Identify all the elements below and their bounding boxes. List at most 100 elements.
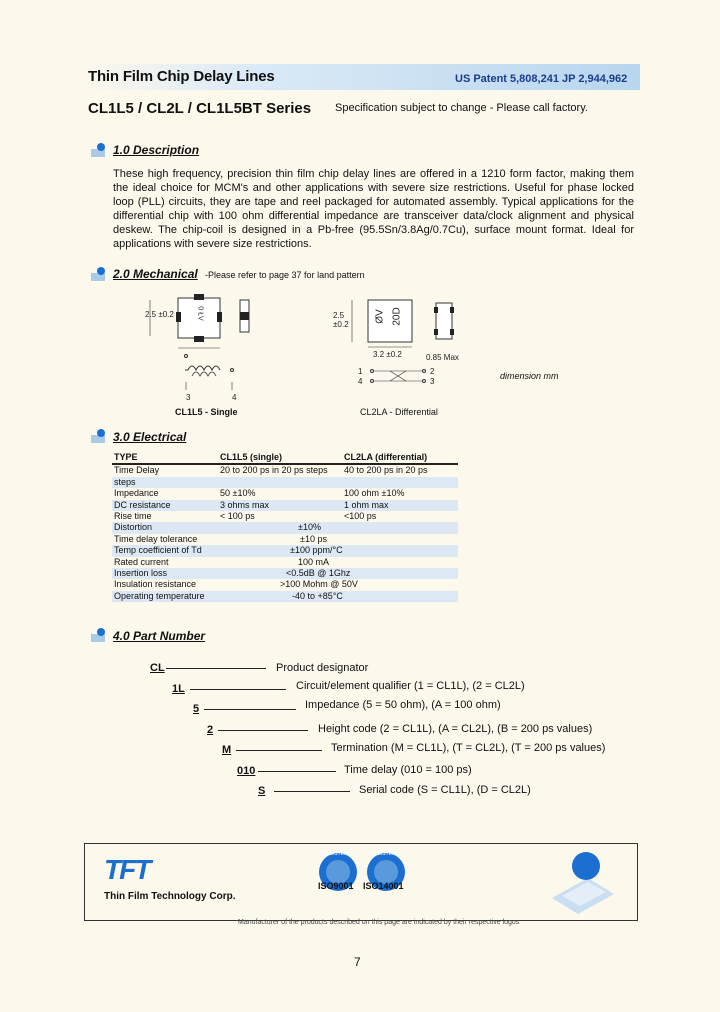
cell-value: 50 ±10% <box>220 488 256 499</box>
diff-pin-4: 4 <box>358 377 363 386</box>
cell-value: 100 mA <box>298 556 330 567</box>
electrical-heading: 3.0 Electrical <box>113 430 187 444</box>
cell-value <box>342 476 458 489</box>
table-row: Temp coefficient of Td ±100 ppm/°C <box>112 545 458 557</box>
registered-label: REGISTERED <box>322 851 355 857</box>
description-body: These high frequency, precision thin fil… <box>113 168 634 250</box>
cell-value: <100 ps <box>344 511 377 522</box>
cell-value: 3 ohms max <box>218 499 342 512</box>
spec-note: Specification subject to change - Please… <box>335 102 588 114</box>
diff-pin-2: 2 <box>430 367 435 376</box>
table-row: Insertion loss <0.5dB @ 1Ghz <box>112 568 458 580</box>
cell-value: -40 to +85°C <box>218 590 458 603</box>
row-label: Rise time <box>114 511 152 522</box>
diff-marking-2: 20D <box>391 307 403 326</box>
cell-value: 100 ohm ±10% <box>344 488 405 499</box>
company-name: Thin Film Technology Corp. <box>104 891 236 902</box>
cell-value: <0.5dB @ 1Ghz <box>218 568 458 580</box>
table-row: DC resistance 3 ohms max 1 ohm max <box>112 499 458 512</box>
cell-value: ±10% <box>218 522 458 534</box>
leader-line <box>218 730 308 731</box>
column-header: CL1L5 (single) <box>218 452 342 466</box>
table-row: Operating temperature -40 to +85°C <box>112 590 458 603</box>
part-code-cl: CL <box>150 662 165 674</box>
row-label: Time delay tolerance <box>114 533 198 544</box>
section-bullet-icon <box>91 143 105 157</box>
cell-value: 40 to 200 ps in 20 ps <box>344 465 428 476</box>
column-header: CL2LA (differential) <box>342 452 458 466</box>
leader-line <box>274 791 350 792</box>
section-bullet-icon <box>91 267 105 281</box>
leader-line <box>236 750 322 751</box>
patent-info: US Patent 5,808,241 JP 2,944,962 <box>455 73 628 85</box>
electrical-table: TYPE CL1L5 (single) CL2LA (differential)… <box>112 452 458 603</box>
cell-value: ±10 ps <box>300 533 327 544</box>
table-header-row: TYPE CL1L5 (single) CL2LA (differential) <box>112 452 458 466</box>
part-desc: Serial code (S = CL1L), (D = CL2L) <box>359 784 531 796</box>
cell-value <box>218 476 342 489</box>
diff-thickness-dim: 0.85 Max <box>426 353 459 362</box>
diff-height-dim: 2.5 ±0.2 <box>333 311 349 329</box>
row-label: Distortion <box>112 522 218 534</box>
part-desc: Impedance (5 = 50 ohm), (A = 100 ohm) <box>305 699 501 711</box>
row-label: Insertion loss <box>112 568 218 580</box>
table-row: Rated current 100 mA <box>112 557 458 568</box>
cell-value: ±100 ppm/°C <box>218 545 458 557</box>
corporate-emblem-icon <box>552 852 614 914</box>
cell-value: 20 to 200 ps in 20 ps steps <box>220 465 328 476</box>
part-code-5: 5 <box>193 703 200 715</box>
table-row: Distortion ±10% <box>112 522 458 534</box>
part-code-s: S <box>258 785 266 797</box>
single-marking: 0 ŁV <box>196 306 204 321</box>
part-desc: Circuit/element qualifier (1 = CL1L), (2… <box>296 680 525 692</box>
single-chip-drawing <box>149 294 250 390</box>
dimension-note: dimension mm <box>500 371 559 381</box>
cell-value: >100 Mohm @ 50V <box>280 579 358 590</box>
iso14001-label: ISO14001 <box>363 881 404 891</box>
row-label: steps <box>112 476 218 489</box>
part-number-heading: 4.0 Part Number <box>113 629 206 643</box>
column-header: TYPE <box>112 452 218 466</box>
single-pin-3: 3 <box>186 393 191 402</box>
part-code-2: 2 <box>207 724 214 736</box>
row-label: Rated current <box>114 556 169 567</box>
tft-logo: TFT <box>104 854 151 885</box>
single-pin-4: 4 <box>232 393 237 402</box>
part-code-m: M <box>222 744 232 756</box>
part-code-1l: 1L <box>172 683 185 695</box>
table-row: Rise time < 100 ps <100 ps <box>112 511 458 522</box>
page-number: 7 <box>354 955 361 969</box>
table-row: Insulation resistance >100 Mohm @ 50V <box>112 579 458 590</box>
row-label: Insulation resistance <box>114 579 197 590</box>
mechanical-note: -Please refer to page 37 for land patter… <box>205 270 365 280</box>
row-label: Temp coefficient of Td <box>112 545 218 557</box>
row-label: Time Delay <box>114 465 160 476</box>
leader-line <box>258 771 336 772</box>
part-desc: Time delay (010 = 100 ps) <box>344 764 472 776</box>
diff-label: CL2LA - Differential <box>360 407 438 417</box>
fine-print: Manufacturer of the products described o… <box>238 919 520 926</box>
row-label: DC resistance <box>112 499 218 512</box>
diff-pin-1: 1 <box>358 367 363 376</box>
series-title: CL1L5 / CL2L / CL1L5BT Series <box>88 100 312 117</box>
part-code-010: 010 <box>237 765 256 777</box>
diff-marking-1: ØV <box>374 309 386 324</box>
table-row: Impedance 50 ±10% 100 ohm ±10% <box>112 488 458 499</box>
page-title: Thin Film Chip Delay Lines <box>88 68 275 85</box>
leader-line <box>204 709 296 710</box>
table-row: Time Delay 20 to 200 ps in 20 ps steps 4… <box>112 464 458 476</box>
part-desc: Height code (2 = CL1L), (A = CL2L), (B =… <box>318 723 593 735</box>
row-label: Impedance <box>114 488 159 499</box>
row-label: Operating temperature <box>112 590 218 603</box>
registered-label: REGISTERED <box>370 851 403 857</box>
description-heading: 1.0 Description <box>113 143 200 157</box>
title-bar <box>80 64 640 90</box>
leader-line <box>166 668 266 669</box>
footer-box <box>84 843 638 921</box>
single-height-dim: 2.5 ±0.2 <box>145 310 174 319</box>
cell-value: < 100 ps <box>220 511 255 522</box>
diff-pin-3: 3 <box>430 377 435 386</box>
iso14001-badge-icon <box>367 853 405 891</box>
iso9001-label: ISO9001 <box>318 881 354 891</box>
table-row: steps <box>112 476 458 489</box>
